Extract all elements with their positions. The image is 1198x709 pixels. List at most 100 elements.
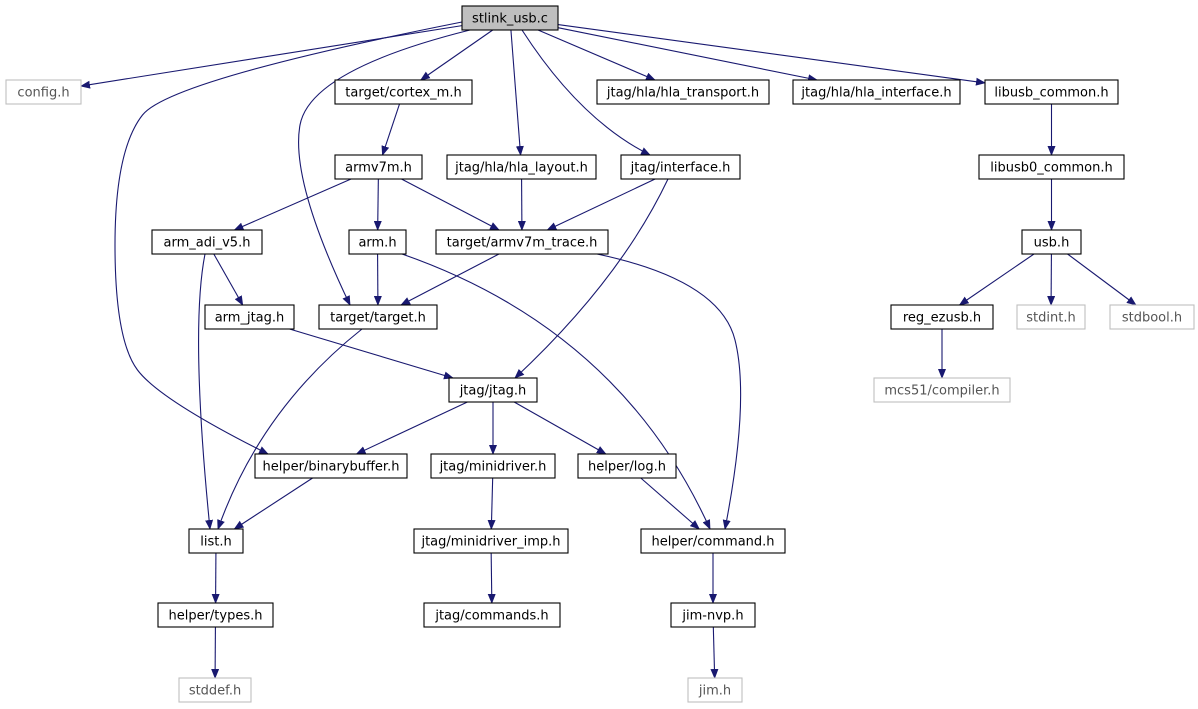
- node-label: libusb_common.h: [994, 86, 1108, 101]
- node-armv7m[interactable]: armv7m.h: [334, 154, 423, 180]
- node-box: [178, 677, 252, 703]
- node-reg-ezusb[interactable]: reg_ezusb.h: [890, 304, 994, 330]
- edge-interface-to-armv7m_trace: [546, 178, 656, 231]
- edge-jtag-to-log: [513, 401, 607, 455]
- node-config: config.h: [5, 79, 82, 105]
- node-minidriver-imp[interactable]: jtag/minidriver_imp.h: [413, 528, 569, 554]
- edge-armv7m-to-arm_adi_v5: [233, 178, 352, 231]
- node-binarybuffer[interactable]: helper/binarybuffer.h: [254, 453, 408, 479]
- node-label: stlink_usb.c: [472, 12, 548, 27]
- node-box: [461, 5, 559, 31]
- node-label: helper/command.h: [651, 535, 774, 550]
- edge-arm_adi_v5-to-arm_jtag: [213, 253, 244, 306]
- node-label: arm_adi_v5.h: [164, 236, 251, 251]
- node-box: [890, 304, 994, 330]
- node-label: jim.h: [698, 684, 731, 699]
- edge-line: [355, 401, 468, 455]
- edge-line: [487, 477, 496, 530]
- edge-line: [514, 178, 669, 379]
- node-list[interactable]: list.h: [188, 528, 244, 554]
- node-label: jtag/hla/hla_transport.h: [606, 86, 759, 101]
- node-types[interactable]: helper/types.h: [157, 602, 274, 628]
- node-box: [577, 453, 677, 479]
- node-jim: jim.h: [687, 677, 743, 703]
- node-armv7m-trace[interactable]: target/armv7m_trace.h: [435, 229, 609, 255]
- node-log[interactable]: helper/log.h: [577, 453, 677, 479]
- node-label: jtag/commands.h: [434, 609, 548, 624]
- node-label: jtag/interface.h: [630, 161, 731, 176]
- node-label: list.h: [200, 535, 231, 550]
- edge-line: [1067, 253, 1137, 306]
- node-stddef: stddef.h: [178, 677, 252, 703]
- node-label: arm.h: [358, 236, 396, 251]
- node-box: [984, 79, 1119, 105]
- node-box: [157, 602, 274, 628]
- edge-stlink_usb-to-target: [298, 29, 471, 306]
- edge-cortex_m-to-armv7m: [381, 103, 401, 156]
- edge-line: [640, 477, 700, 530]
- node-libusb-common[interactable]: libusb_common.h: [984, 79, 1119, 105]
- edge-armv7m_trace-to-command: [596, 253, 742, 530]
- node-hla-interface[interactable]: jtag/hla/hla_interface.h: [792, 79, 961, 105]
- node-command[interactable]: helper/command.h: [640, 528, 786, 554]
- edge-line: [213, 253, 244, 306]
- node-box: [1016, 304, 1086, 330]
- node-box: [670, 602, 756, 628]
- edge-usb-to-stdbool: [1067, 253, 1137, 306]
- edge-line: [510, 29, 524, 156]
- edge-line: [233, 178, 352, 231]
- node-label: libusb0_common.h: [990, 161, 1113, 176]
- node-hla-layout[interactable]: jtag/hla/hla_layout.h: [446, 154, 597, 180]
- edge-line: [80, 25, 463, 89]
- edge-line: [521, 29, 651, 156]
- node-box: [873, 377, 1011, 403]
- edge-armv7m-to-arm: [373, 178, 382, 231]
- node-label: reg_ezusb.h: [903, 311, 981, 326]
- edge-jtag-to-binarybuffer: [355, 401, 468, 455]
- node-usb[interactable]: usb.h: [1021, 229, 1082, 255]
- node-label: armv7m.h: [345, 161, 412, 176]
- node-jtag[interactable]: jtag/jtag.h: [448, 377, 538, 403]
- edge-stlink_usb-to-hla_transport: [537, 29, 656, 81]
- node-interface[interactable]: jtag/interface.h: [620, 154, 741, 180]
- node-box: [435, 229, 609, 255]
- node-cortex-m[interactable]: target/cortex_m.h: [334, 79, 473, 105]
- edge-stlink_usb-to-libusb_common: [557, 24, 986, 86]
- node-minidriver[interactable]: jtag/minidriver.h: [430, 453, 556, 479]
- node-jim-nvp[interactable]: jim-nvp.h: [670, 602, 756, 628]
- node-label: usb.h: [1034, 236, 1070, 251]
- edge-line: [513, 401, 607, 455]
- node-label: jim-nvp.h: [681, 609, 743, 624]
- edge-line: [419, 29, 494, 81]
- edge-usb-to-reg_ezusb: [958, 253, 1035, 306]
- edge-arm-to-command: [401, 253, 711, 530]
- node-box: [254, 453, 408, 479]
- node-box: [448, 377, 538, 403]
- node-target[interactable]: target/target.h: [318, 304, 438, 330]
- node-label: target/armv7m_trace.h: [447, 236, 598, 251]
- node-stlink-usb[interactable]: stlink_usb.c: [461, 5, 559, 31]
- node-box: [423, 602, 561, 628]
- edge-stlink_usb-to-cortex_m: [419, 29, 494, 81]
- edge-arm_adi_v5-to-list: [198, 253, 214, 530]
- edge-line: [401, 178, 500, 231]
- node-arm-adi-v5[interactable]: arm_adi_v5.h: [151, 229, 263, 255]
- edge-stlink_usb-to-hla_layout: [510, 29, 524, 156]
- node-hla-transport[interactable]: jtag/hla/hla_transport.h: [596, 79, 770, 105]
- edge-line: [114, 21, 463, 455]
- edge-stlink_usb-to-binarybuffer: [114, 21, 463, 455]
- edge-minidriver-to-minidriver_imp: [487, 477, 496, 530]
- edge-line: [298, 29, 471, 306]
- edge-line: [557, 24, 986, 86]
- node-commands[interactable]: jtag/commands.h: [423, 602, 561, 628]
- node-label: config.h: [17, 86, 69, 101]
- node-box: [1021, 229, 1082, 255]
- node-arm-jtag[interactable]: arm_jtag.h: [204, 304, 295, 330]
- node-libusb0-common[interactable]: libusb0_common.h: [978, 154, 1125, 180]
- edge-stlink_usb-to-interface: [521, 29, 651, 156]
- node-box: [334, 154, 423, 180]
- node-arm[interactable]: arm.h: [348, 229, 407, 255]
- edge-line: [596, 253, 742, 530]
- edge-line: [373, 178, 382, 231]
